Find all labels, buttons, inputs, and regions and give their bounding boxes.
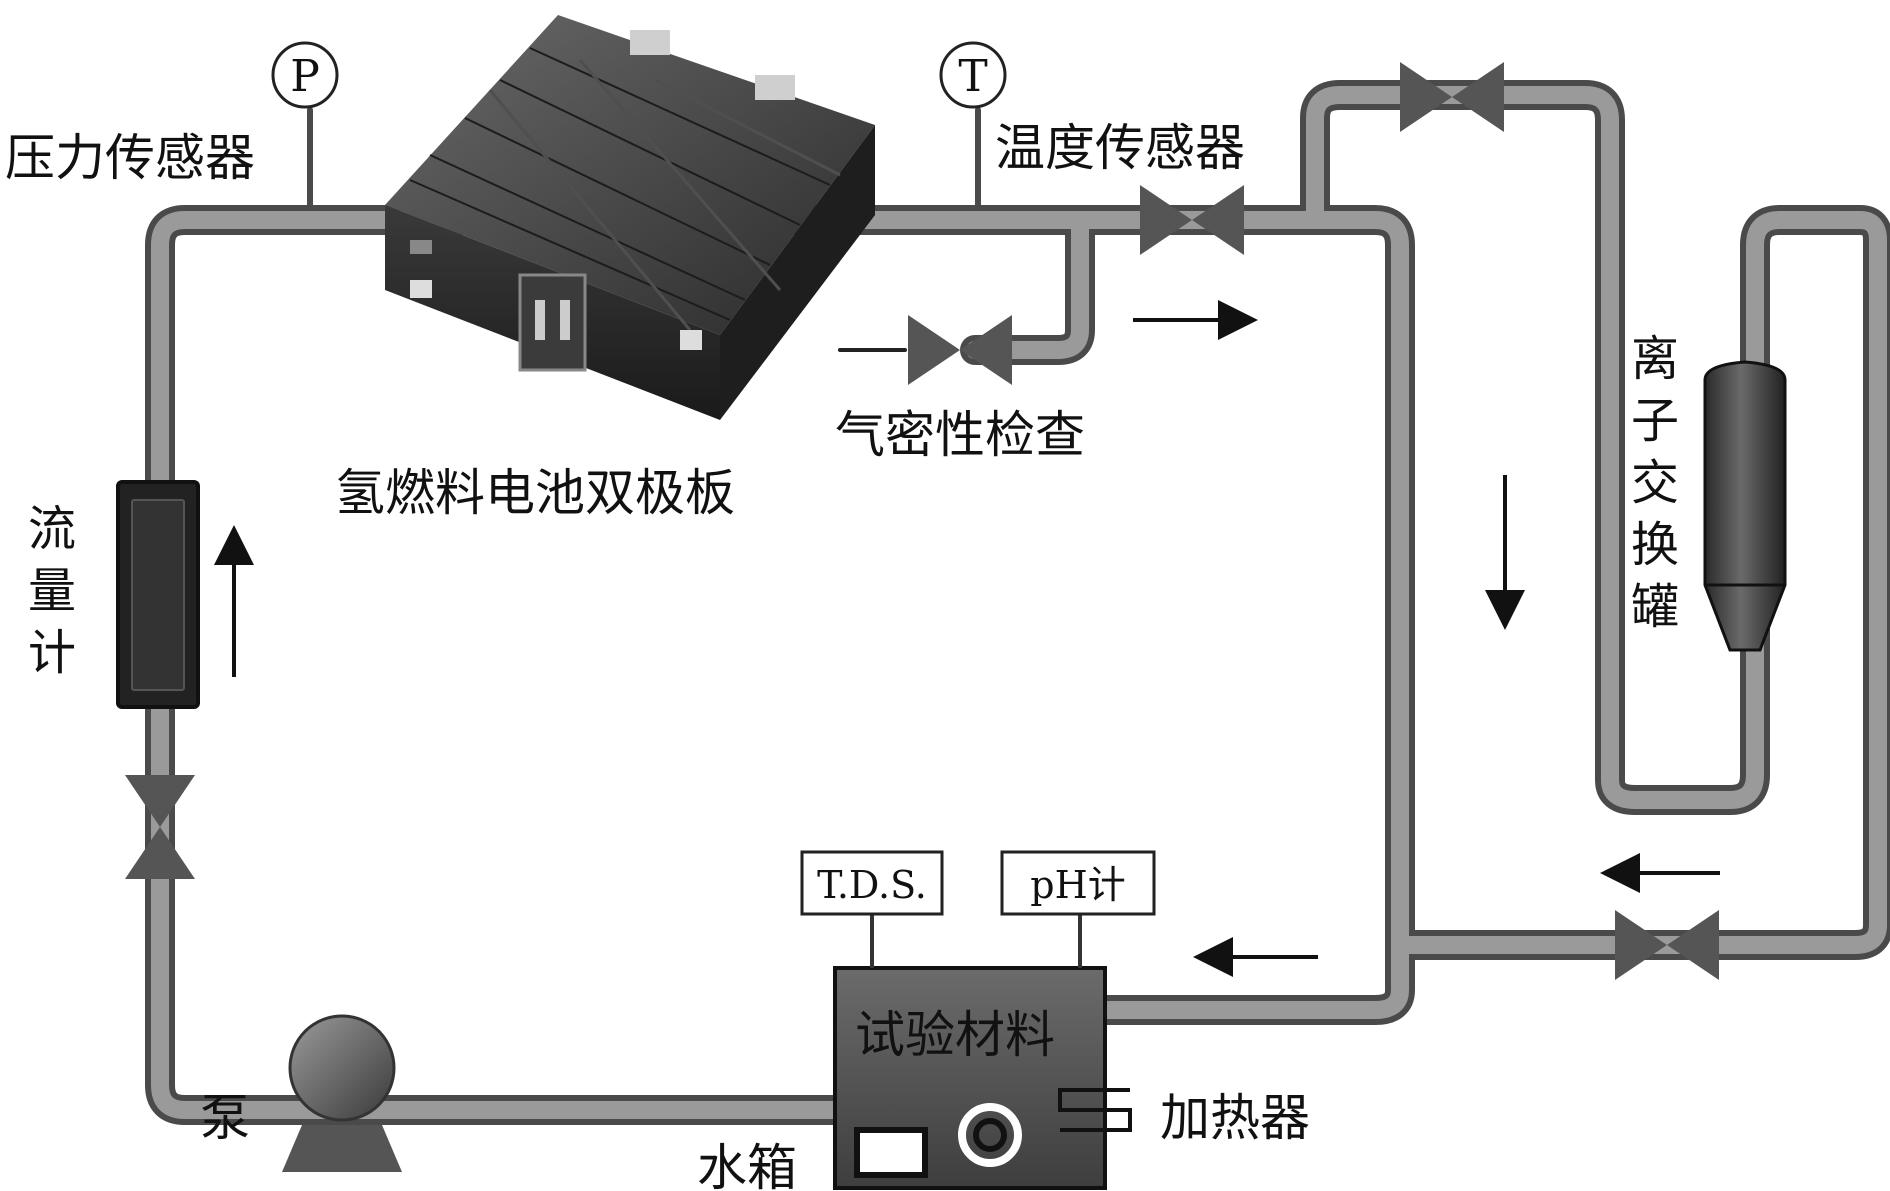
pressure-sensor-label: 压力传感器: [5, 129, 255, 187]
test-material-label: 试验材料: [855, 1006, 1055, 1064]
heater-coil-icon: [1058, 1088, 1132, 1132]
pressure-gauge: P: [271, 41, 339, 109]
fuel-cell-stack: [385, 15, 875, 420]
valve-main-outlet[interactable]: [1140, 185, 1244, 255]
ph-meter-label: pH计: [1030, 863, 1125, 907]
tds-label: T.D.S.: [817, 863, 927, 907]
flowmeter-label: 流量计: [28, 501, 76, 681]
temperature-gauge: T: [939, 41, 1007, 109]
heater-label: 加热器: [1160, 1089, 1310, 1147]
pressure-gauge-label: P: [290, 51, 320, 102]
valve-return[interactable]: [1615, 910, 1719, 980]
water-tank: [833, 915, 1132, 1190]
temperature-gauge-label: T: [958, 51, 987, 102]
pump-label: 泵: [200, 1089, 250, 1147]
pump[interactable]: [282, 1014, 402, 1172]
ion-exchange-tank: [1703, 360, 1787, 652]
leak-check-label: 气密性检查: [835, 406, 1085, 464]
valve-left-vertical[interactable]: [125, 775, 195, 879]
valve-top-bypass[interactable]: [1400, 62, 1504, 132]
water-tank-label: 水箱: [697, 1139, 797, 1191]
valve-leak-check[interactable]: [908, 315, 1012, 385]
ion-exchange-label: 离子交换罐: [1631, 331, 1679, 635]
flowmeter: [116, 480, 200, 709]
temperature-sensor-label: 温度传感器: [995, 119, 1245, 177]
flow-arrows: [214, 300, 1720, 977]
fuel-cell-label: 氢燃料电池双极板: [335, 464, 735, 522]
tds-meter: T.D.S.: [800, 850, 944, 916]
ph-meter: pH计: [1000, 850, 1156, 916]
